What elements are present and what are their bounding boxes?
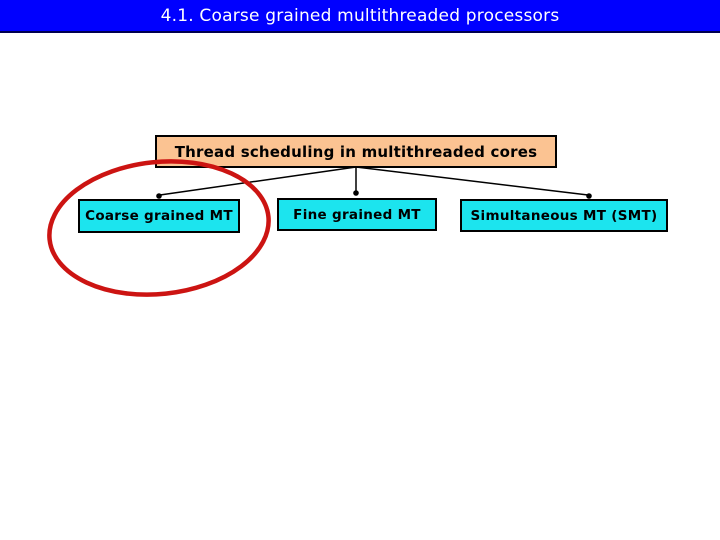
diagram-root-label: Thread scheduling in multithreaded cores	[174, 142, 538, 161]
connector-root-to-fine	[353, 167, 359, 196]
diagram-box-label: Simultaneous MT (SMT)	[470, 207, 658, 224]
diagram-box-coarse-grained-mt: Coarse grained MT	[78, 199, 240, 233]
connector-root-to-coarse	[156, 166, 357, 199]
slide-title-bar: 4.1. Coarse grained multithreaded proces…	[0, 0, 720, 33]
slide-title: 4.1. Coarse grained multithreaded proces…	[160, 5, 560, 26]
diagram-box-fine-grained-mt: Fine grained MT	[277, 198, 437, 231]
diagram-box-label: Coarse grained MT	[85, 208, 233, 224]
diagram-box-simultaneous-mt: Simultaneous MT (SMT)	[460, 199, 668, 232]
diagram-root-box: Thread scheduling in multithreaded cores	[155, 135, 557, 168]
connector-root-to-smt	[355, 166, 592, 199]
diagram-box-label: Fine grained MT	[293, 206, 421, 223]
